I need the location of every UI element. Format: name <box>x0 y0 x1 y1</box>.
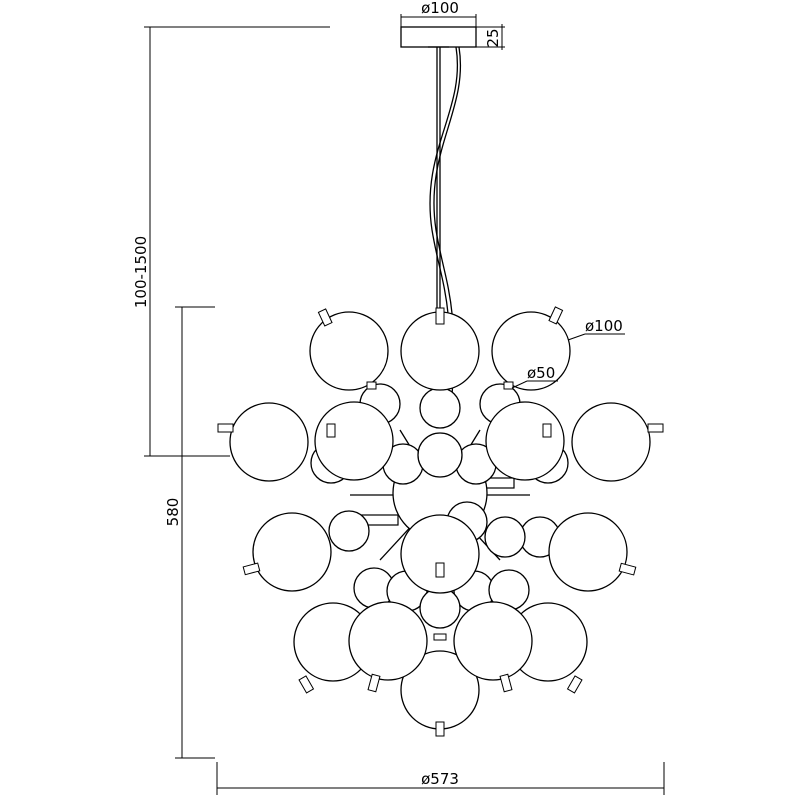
large-globe-callout: ø100 <box>567 317 625 341</box>
bulb-holder <box>542 423 552 438</box>
cable-length-dimension: 100-1500 <box>132 26 330 457</box>
bulb-holder <box>326 423 336 438</box>
large-globe <box>485 401 565 481</box>
ceiling-canopy <box>400 26 477 48</box>
globes-front <box>314 401 565 681</box>
large-globe <box>229 402 309 482</box>
canopy-height-label: 25 <box>484 28 502 47</box>
small-globe <box>328 510 370 552</box>
bulb-holder <box>435 721 445 737</box>
large-globe <box>571 402 651 482</box>
small-globe <box>417 432 463 478</box>
small-globe <box>419 387 461 429</box>
bulb-holder <box>618 562 637 576</box>
globes-large-outer <box>229 311 651 682</box>
cable-length-label: 100-1500 <box>132 236 150 308</box>
large-globe <box>548 512 628 592</box>
bulb-holder <box>548 306 564 325</box>
large-globe <box>400 514 480 594</box>
bulb-holder <box>242 562 261 576</box>
canopy-diameter-dimension: ø100 <box>400 0 477 27</box>
canopy-height-dimension: 25 <box>476 24 505 50</box>
small-globe-diameter-label: ø50 <box>527 364 555 382</box>
bulb-holder <box>499 673 513 693</box>
canopy-body <box>400 26 477 48</box>
canopy-diameter-label: ø100 <box>421 0 459 17</box>
bulb-holder <box>217 423 234 433</box>
fixture-height-label: 580 <box>164 498 182 527</box>
small-globe-callout: ø50 <box>511 364 558 389</box>
bulb-holder <box>566 675 583 694</box>
bulb-holder <box>647 423 664 433</box>
fixture-diameter-label: ø573 <box>421 770 459 788</box>
large-globe <box>348 601 428 681</box>
bulb-holder <box>503 381 514 390</box>
large-globe <box>314 401 394 481</box>
fixture-height-dimension: 580 <box>164 306 215 759</box>
fixture-diameter-dimension: ø573 <box>216 762 665 795</box>
bulb-holder-caps <box>217 306 664 737</box>
leader-line <box>511 380 528 389</box>
leader-line <box>567 333 586 341</box>
large-globe <box>453 601 533 681</box>
bulb-holder <box>435 562 445 578</box>
small-globe <box>484 516 526 558</box>
globes-mid <box>328 311 526 730</box>
bulb-holder <box>317 308 333 327</box>
bulb-holder <box>298 675 315 694</box>
large-globe <box>491 311 571 391</box>
bulb-holder <box>367 673 381 693</box>
small-globe <box>419 587 461 629</box>
bulb-holder <box>366 381 377 390</box>
bulb-holder <box>433 633 447 641</box>
bulb-holder <box>435 307 445 325</box>
large-globe <box>309 311 389 391</box>
large-globe-diameter-label: ø100 <box>585 317 623 335</box>
large-globe <box>252 512 332 592</box>
